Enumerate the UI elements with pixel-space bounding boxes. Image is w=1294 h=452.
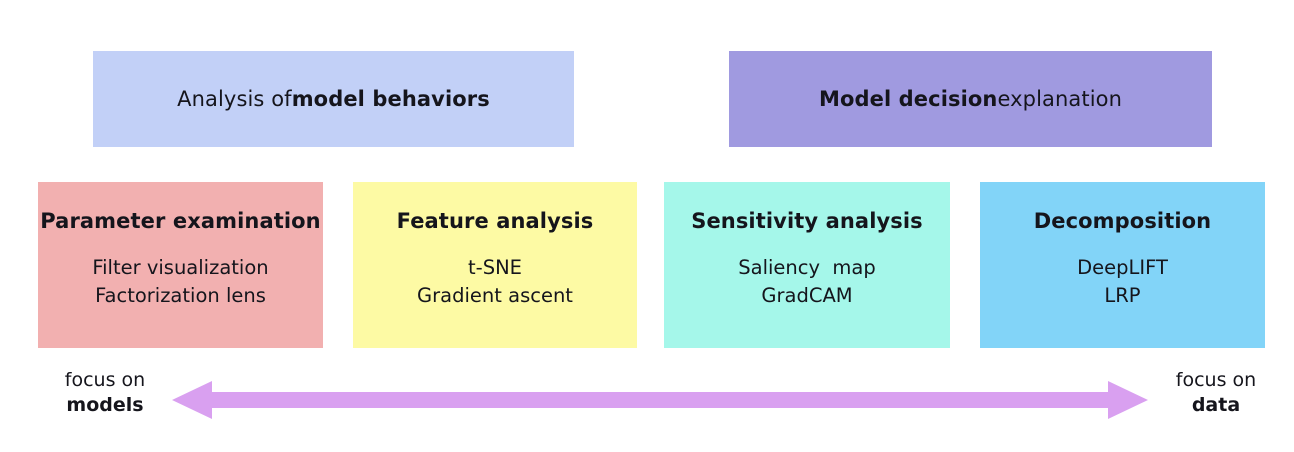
method-box-feature-analysis: Feature analysis t-SNE Gradient ascent — [353, 182, 637, 348]
method-box-items: t-SNE Gradient ascent — [417, 256, 573, 308]
banner-analysis-of-model-behaviors: Analysis of model behaviors — [93, 51, 574, 147]
banner-analysis-text-bold: model behaviors — [291, 87, 490, 111]
method-box-items: DeepLIFT LRP — [1077, 256, 1168, 308]
banner-model-decision-explanation: Model decision explanation — [729, 51, 1212, 147]
method-box-items: Filter visualization Factorization lens — [92, 256, 269, 308]
banner-analysis-text-regular: Analysis of — [177, 87, 292, 111]
double-headed-arrow-icon — [172, 376, 1148, 424]
banner-decision-text-regular: explanation — [997, 87, 1123, 111]
method-box-parameter-examination: Parameter examination Filter visualizati… — [38, 182, 323, 348]
axis-label-focus-on-models: focus on models — [46, 368, 164, 419]
banner-decision-text-bold: Model decision — [818, 87, 998, 111]
axis-label-left-bottom: models — [66, 394, 144, 417]
method-box-sensitivity-analysis: Sensitivity analysis Saliency map GradCA… — [664, 182, 950, 348]
method-box-title: Parameter examination — [40, 209, 321, 233]
method-box-title: Sensitivity analysis — [691, 209, 923, 233]
method-box-title: Feature analysis — [396, 209, 594, 233]
axis-label-left-top: focus on — [64, 369, 146, 391]
axis-label-focus-on-data: focus on data — [1158, 368, 1274, 419]
axis-label-right-bottom: data — [1191, 394, 1241, 417]
method-box-decomposition: Decomposition DeepLIFT LRP — [980, 182, 1265, 348]
method-box-items: Saliency map GradCAM — [738, 256, 876, 308]
method-box-title: Decomposition — [1033, 209, 1212, 233]
axis-label-right-top: focus on — [1175, 369, 1257, 391]
